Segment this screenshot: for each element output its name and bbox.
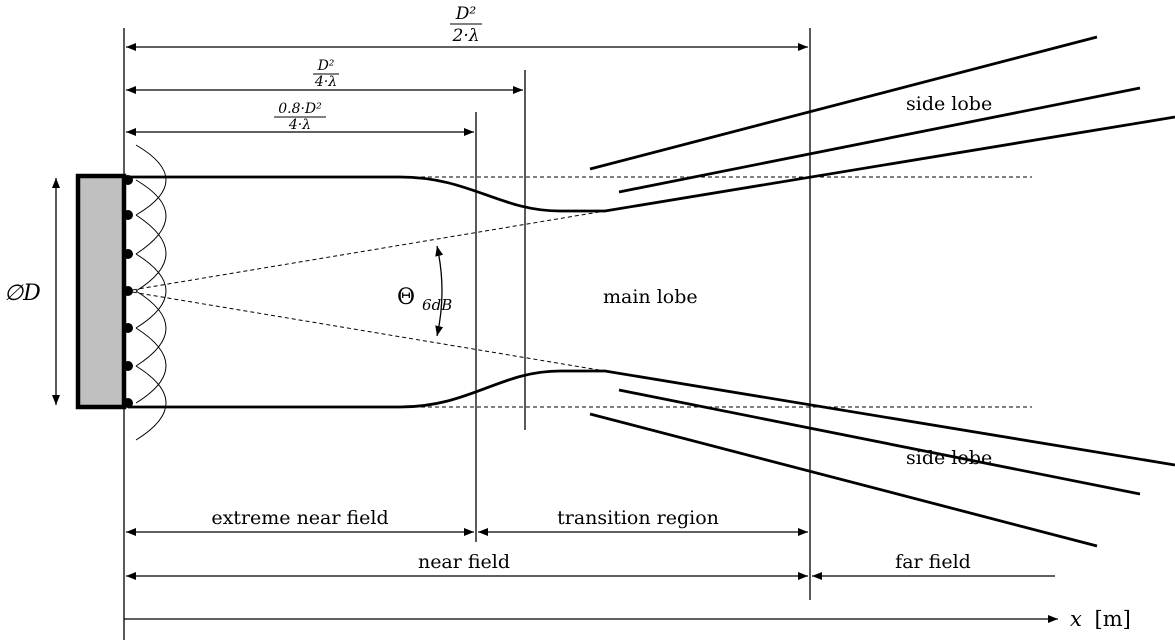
fraction-08d2-4lambda-numerator: 0.8·D² (278, 101, 322, 117)
beam-angle-label: Θ 6dB (397, 285, 452, 314)
side-lobe-label-top: side lobe (906, 93, 992, 115)
dashed-guides (125, 176, 1032, 408)
fraction-08d2-4lambda: 0.8·D² 4·λ (274, 101, 326, 133)
fraction-d2-2lambda: D² 2·λ (450, 4, 482, 46)
fraction-d2-4lambda-numerator: D² (317, 58, 335, 74)
side-lobes (589, 35, 1141, 548)
x-axis-label: x [m] (1070, 607, 1131, 631)
transducer-elements (123, 175, 133, 408)
fraction-d2-2lambda-numerator: D² (455, 4, 477, 24)
fraction-d2-2lambda-denominator: 2·λ (452, 26, 480, 46)
transducer (75, 173, 127, 410)
transition-region-label: transition region (557, 507, 719, 529)
far-field-label: far field (895, 551, 971, 573)
region-markers (475, 28, 811, 600)
beam-angle-arc (435, 245, 444, 337)
near-field-label: near field (418, 551, 510, 573)
x-axis-unit: [m] (1095, 607, 1131, 631)
side-lobe-label-bottom: side lobe (906, 447, 992, 469)
main-lobe-label: main lobe (603, 286, 698, 308)
x-axis-symbol: x (1070, 607, 1082, 631)
beam-angle-symbol: Θ (397, 285, 415, 310)
fraction-08d2-4lambda-denominator: 4·λ (288, 117, 311, 133)
extreme-near-field-label: extreme near field (211, 507, 388, 529)
aperture-label: ∅D (4, 281, 41, 306)
fraction-d2-4lambda-denominator: 4·λ (314, 74, 337, 90)
beam-angle-subscript: 6dB (422, 296, 452, 314)
fraction-d2-4lambda: D² 4·λ (313, 58, 339, 90)
wavelet-arcs (135, 144, 167, 441)
beam-boundary (128, 115, 1175, 467)
